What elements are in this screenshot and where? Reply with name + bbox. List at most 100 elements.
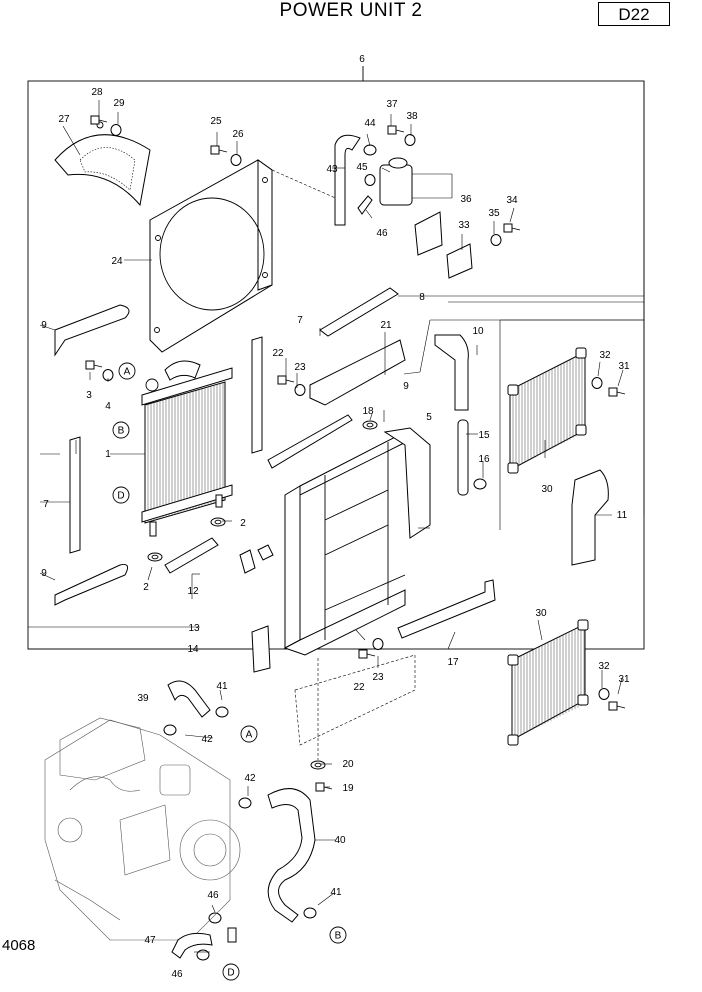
callout-46: 46 <box>171 969 183 980</box>
ref-circle-D <box>222 963 240 981</box>
callout-31: 31 <box>618 674 630 685</box>
callout-39: 39 <box>137 693 149 704</box>
callout-41: 41 <box>330 887 342 898</box>
ref-label-D: D <box>117 491 124 502</box>
callout-35: 35 <box>488 208 500 219</box>
clamp-3 <box>303 907 317 919</box>
ref-label-B: B <box>118 426 125 437</box>
washer-7 <box>372 638 384 650</box>
callout-7: 7 <box>297 315 303 326</box>
callout-36: 36 <box>460 194 472 205</box>
callout-6: 6 <box>359 54 365 65</box>
callout-23: 23 <box>294 362 306 373</box>
callout-3: 3 <box>86 390 92 401</box>
callout-9: 9 <box>41 568 47 579</box>
callout-23: 23 <box>372 672 384 683</box>
radiator-frame <box>283 427 431 656</box>
callout-11: 11 <box>617 510 628 521</box>
clamp-7 <box>473 478 487 490</box>
callout-45: 45 <box>356 162 368 173</box>
callout-46: 46 <box>207 890 219 901</box>
reserve-tank <box>334 134 473 279</box>
callout-46: 46 <box>376 228 388 239</box>
callout-47: 47 <box>144 935 156 946</box>
callout-19: 19 <box>342 783 354 794</box>
washer-0 <box>110 124 122 136</box>
sheet-title: POWER UNIT 2 <box>279 0 423 21</box>
callout-42: 42 <box>201 734 213 745</box>
seal-strips <box>69 287 469 673</box>
callout-37: 37 <box>386 99 398 110</box>
clamp-1 <box>163 724 177 736</box>
bushing-0 <box>210 517 226 527</box>
washer-5 <box>591 377 603 389</box>
callout-29: 29 <box>113 98 125 109</box>
mount-plate <box>294 654 416 760</box>
bolt-head-7 <box>358 649 368 659</box>
ref-circle-A <box>118 362 136 380</box>
callout-38: 38 <box>406 111 418 122</box>
callout-4: 4 <box>105 401 111 412</box>
callout-24: 24 <box>111 256 123 267</box>
ref-label-A: A <box>246 730 253 741</box>
callout-13: 13 <box>188 623 200 634</box>
bolt-head-2 <box>277 375 287 385</box>
callout-25: 25 <box>210 116 222 127</box>
washer-1 <box>230 154 242 166</box>
callout-22: 22 <box>353 682 365 693</box>
callout-15: 15 <box>478 430 490 441</box>
washer-9 <box>364 174 376 186</box>
callout-22: 22 <box>272 348 284 359</box>
callout-9: 9 <box>403 381 409 392</box>
callout-1: 1 <box>105 449 111 460</box>
ref-label-A: A <box>124 367 131 378</box>
callout-26: 26 <box>232 129 244 140</box>
callout-16: 16 <box>478 454 490 465</box>
radiator-core <box>141 360 233 537</box>
callout-21: 21 <box>380 320 392 331</box>
radiator-fins <box>147 382 224 523</box>
oil-cooler-lower <box>507 619 589 746</box>
callout-27: 27 <box>58 114 70 125</box>
callout-30: 30 <box>535 608 547 619</box>
leader-lines <box>28 81 645 953</box>
washer-2 <box>294 384 306 396</box>
callout-41: 41 <box>216 681 228 692</box>
hoses <box>54 304 609 606</box>
callout-labels: 1223456778999101112131415161718192021222… <box>41 54 630 980</box>
page-code-box: D22 <box>598 2 670 26</box>
callout-12: 12 <box>187 586 199 597</box>
callout-32: 32 <box>598 661 610 672</box>
ref-circle-A <box>240 725 258 743</box>
callout-40: 40 <box>334 835 346 846</box>
hose-joint <box>227 927 237 943</box>
bushing-3 <box>310 760 326 770</box>
callout-33: 33 <box>458 220 470 231</box>
callout-34: 34 <box>506 195 518 206</box>
ref-label-B: B <box>335 931 342 942</box>
callout-10: 10 <box>472 326 484 337</box>
bushing-1 <box>147 552 163 562</box>
bolt-head-0 <box>90 115 100 125</box>
bolt-head-1 <box>210 145 220 155</box>
bushing-2 <box>362 420 378 430</box>
callout-17: 17 <box>447 657 459 668</box>
washer-6 <box>598 688 610 700</box>
callout-42: 42 <box>244 773 256 784</box>
clamp-4 <box>208 912 222 924</box>
clamp-0 <box>215 706 229 718</box>
bolt-head-9 <box>85 360 95 370</box>
callout-43: 43 <box>326 164 338 175</box>
washer-4 <box>490 234 502 246</box>
callout-32: 32 <box>599 350 611 361</box>
clamp-6 <box>363 144 377 156</box>
callout-28: 28 <box>91 87 103 98</box>
ref-circle-B <box>112 421 130 439</box>
callout-2: 2 <box>143 582 149 593</box>
bolt-head-8 <box>315 782 325 792</box>
callout-2: 2 <box>240 518 246 529</box>
engine <box>44 717 241 941</box>
callout-14: 14 <box>187 644 199 655</box>
